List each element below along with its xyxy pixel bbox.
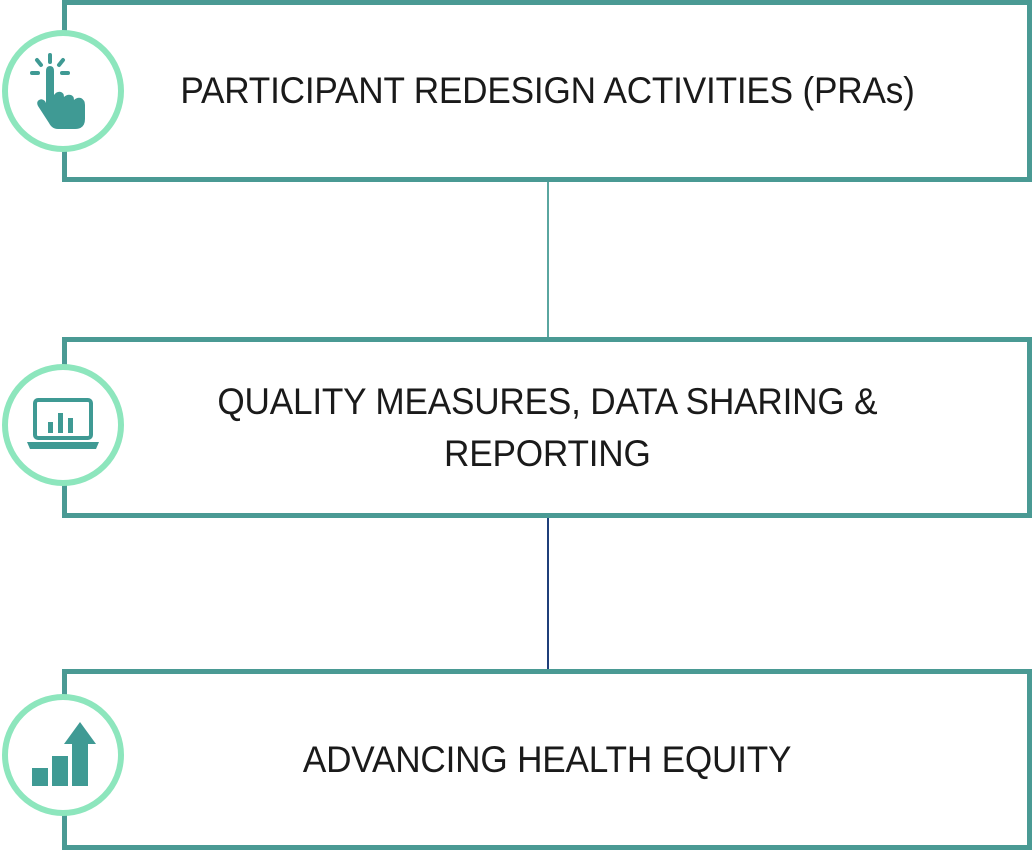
step-label: ADVANCING HEALTH EQUITY xyxy=(302,738,792,780)
step-label: QUALITY MEASURES, DATA SHARING & REPORTI… xyxy=(217,380,877,474)
laptop-chart-icon xyxy=(27,398,99,449)
step-icon-circle xyxy=(2,30,124,152)
pointer-hand-icon xyxy=(30,53,85,129)
connector-line-top xyxy=(547,180,549,338)
step-box-health-equity: ADVANCING HEALTH EQUITY xyxy=(62,669,1032,850)
step-icon-circle xyxy=(2,364,124,486)
step-label: PARTICIPANT REDESIGN ACTIVITIES (PRAs) xyxy=(179,70,915,112)
step-icon-circle xyxy=(2,694,124,816)
growth-bar-chart-icon xyxy=(32,722,96,786)
step-box-quality-measures: QUALITY MEASURES, DATA SHARING & REPORTI… xyxy=(62,337,1032,518)
step-box-participant-redesign: PARTICIPANT REDESIGN ACTIVITIES (PRAs) xyxy=(62,0,1032,182)
connector-line-bottom xyxy=(547,516,549,670)
